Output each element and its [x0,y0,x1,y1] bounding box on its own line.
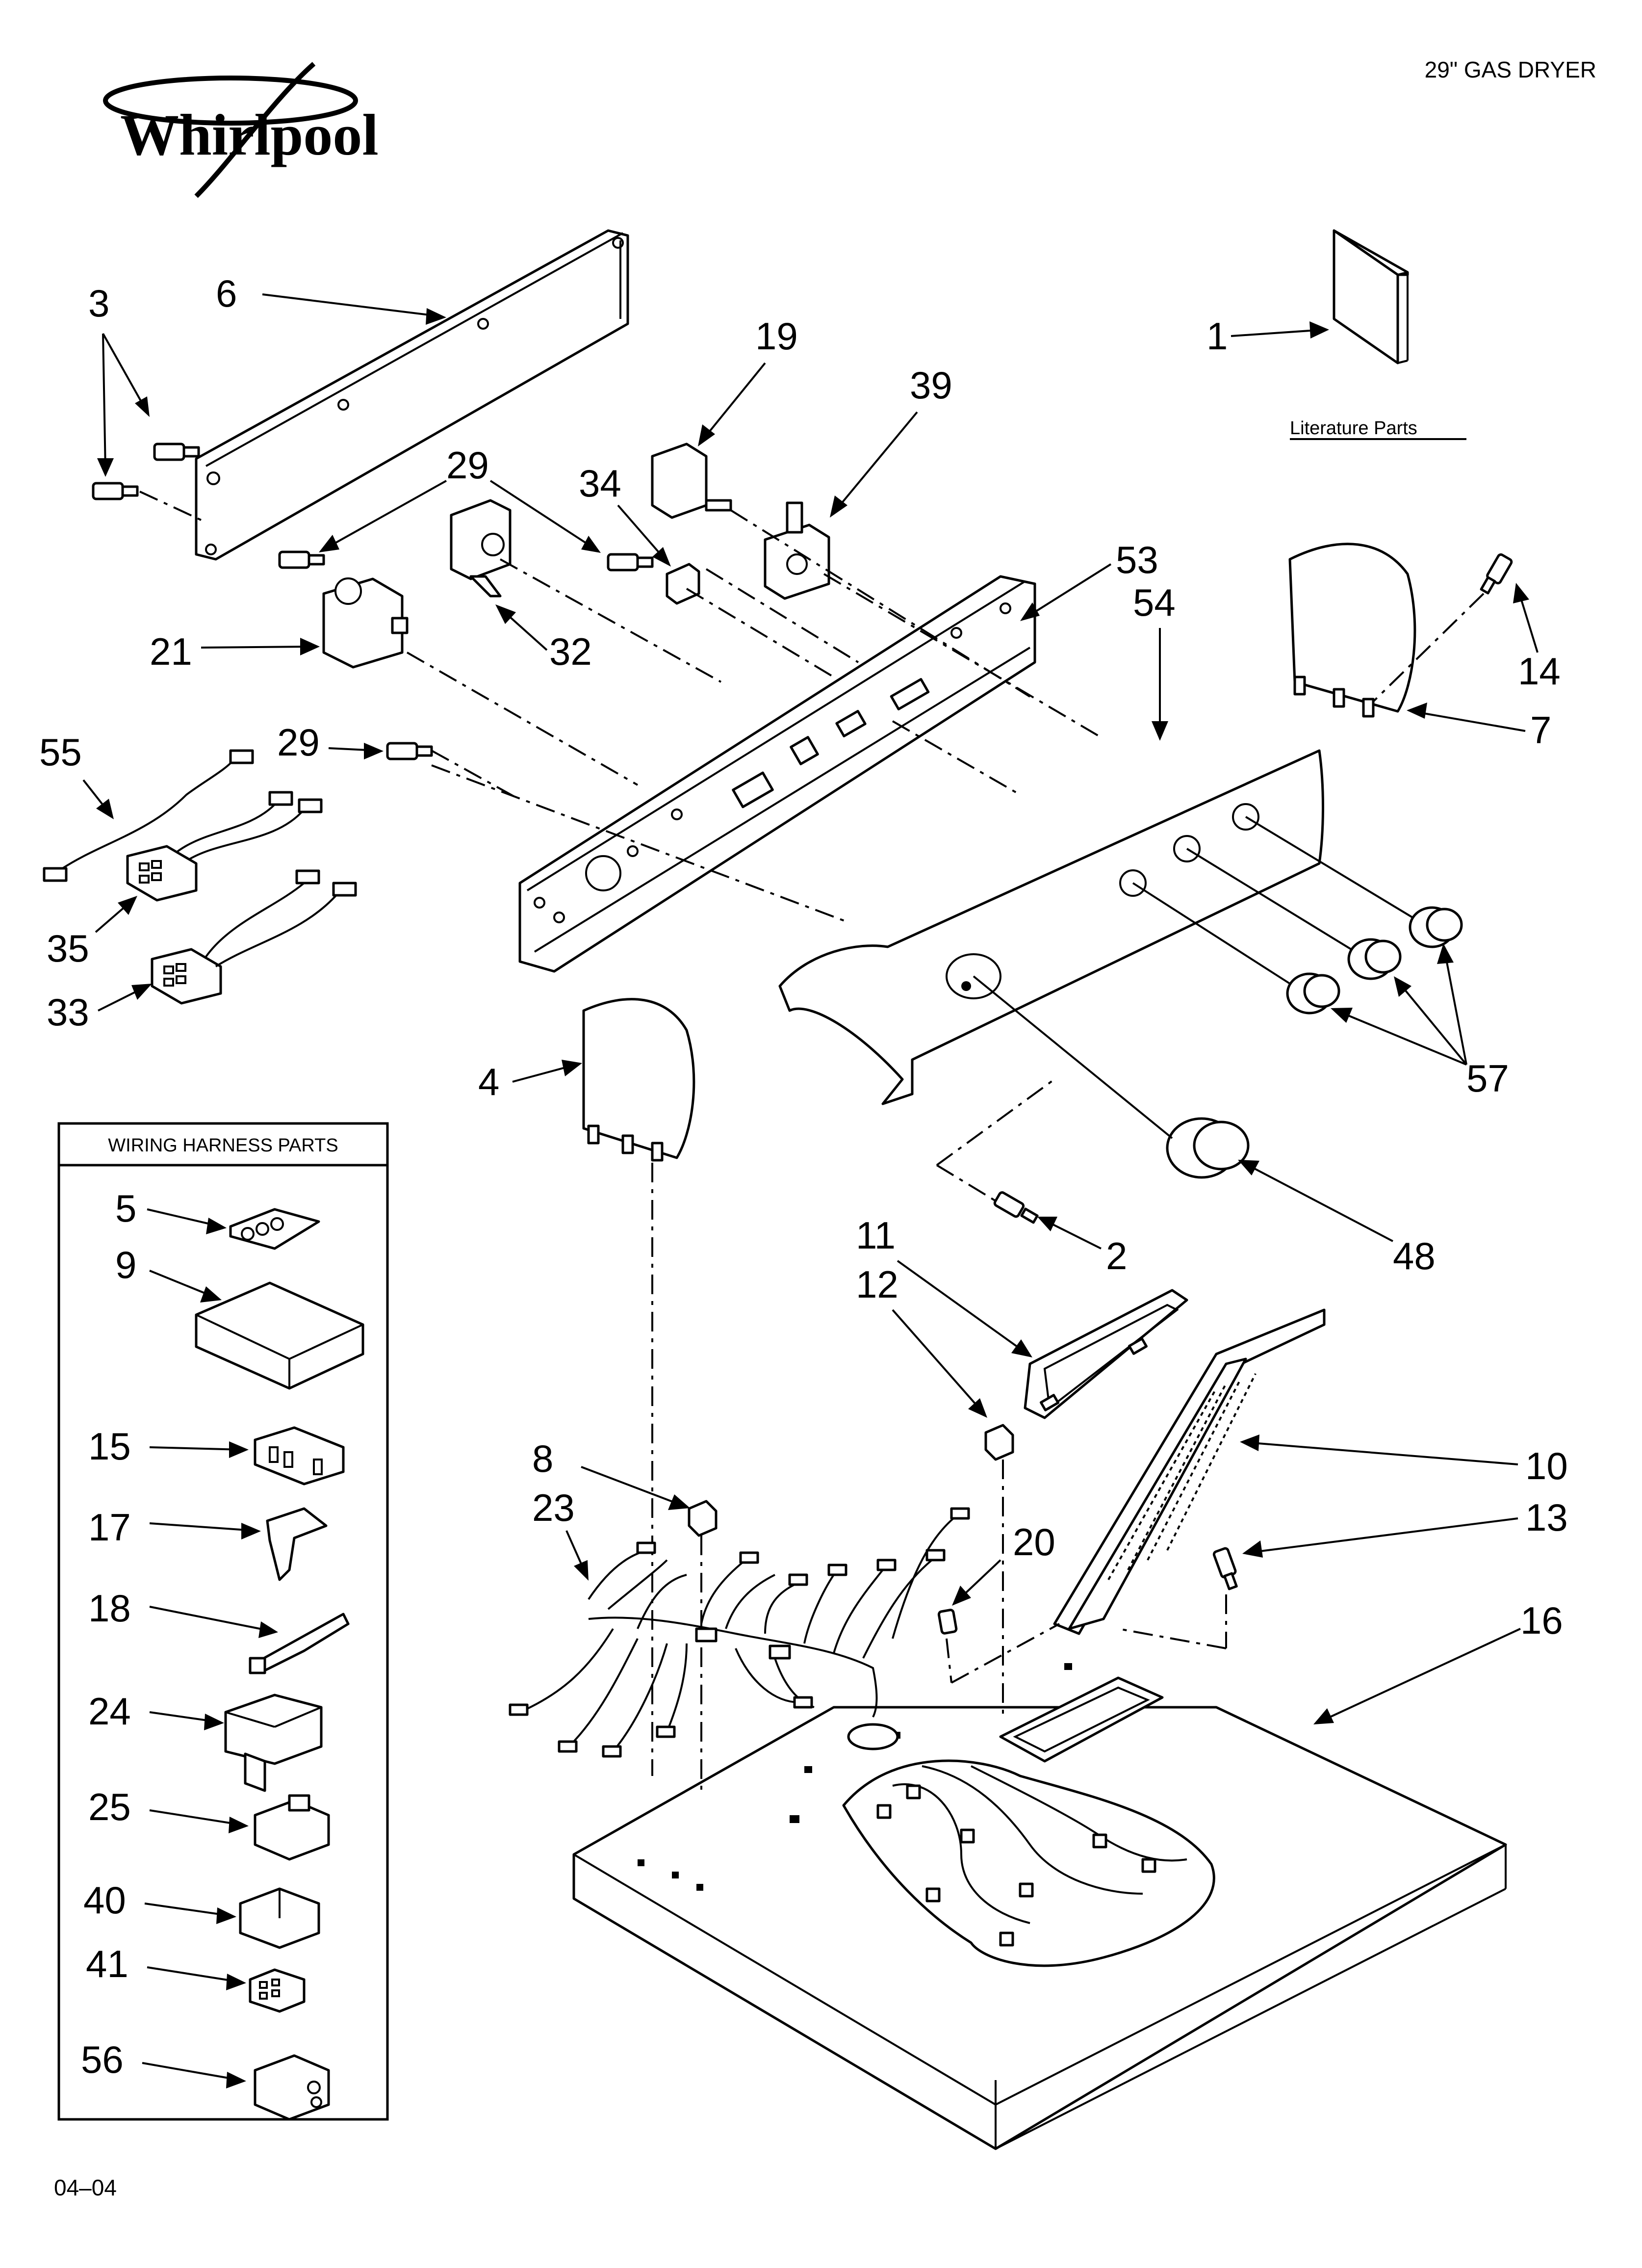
part-39-switch [764,501,830,600]
part-1-literature [1333,229,1409,365]
part-57-knob-b [1347,938,1402,980]
label-54: 54 [1133,581,1176,624]
label-6: 6 [216,272,237,315]
label-19: 19 [755,314,798,358]
part-41-connector [249,1968,306,2013]
label-10: 10 [1525,1444,1568,1487]
part-2-screw [993,1191,1039,1224]
literature-label: Literature Parts [1290,418,1417,439]
part-33-harness [151,869,357,1005]
label-2: 2 [1106,1234,1127,1277]
whirlpool-logo: Whirlpool [103,62,379,198]
label-17: 17 [88,1506,131,1549]
label-5: 5 [115,1187,136,1230]
part-6-bracket [195,229,629,561]
part-24-connector [224,1694,323,1792]
part-3-screw-a [153,443,200,461]
part-20-screw [937,1609,958,1635]
label-9: 9 [115,1243,136,1286]
part-32-thermostat [450,499,512,598]
part-55-harness [43,749,323,882]
part-21-timer [322,577,409,669]
model-title: 29" GAS DRYER [1425,57,1596,82]
part-48-knob [1166,1117,1250,1179]
label-32: 32 [549,630,592,673]
label-41: 41 [86,1942,128,1985]
label-29a: 29 [446,443,489,487]
label-48: 48 [1393,1234,1436,1277]
part-56-connector [254,2054,330,2121]
label-1: 1 [1206,314,1228,358]
part-15-connector [254,1426,345,1486]
label-53: 53 [1116,538,1158,581]
part-57-knob-c [1286,972,1340,1015]
part-13-screw [1212,1547,1238,1590]
label-29b: 29 [277,721,320,764]
part-18-terminal [249,1613,350,1674]
part-7-endcap [1288,543,1416,718]
label-25: 25 [88,1785,131,1828]
label-11: 11 [856,1214,896,1257]
part-17-clip [266,1507,328,1581]
label-40: 40 [83,1878,126,1922]
part-10-duct [1053,1308,1326,1635]
part-34-clip [666,563,700,605]
part-4-endcap [582,998,695,1162]
label-8: 8 [532,1437,553,1480]
part-53-console-panel [518,575,1036,973]
label-13: 13 [1525,1496,1568,1539]
part-29-screw-b [607,553,654,572]
label-18: 18 [88,1587,131,1630]
part-16-top-panel [572,1663,1507,2150]
label-3: 3 [88,282,109,325]
part-29-screw-c [386,742,433,760]
part-25-connector [254,1794,330,1861]
part-40-connector [239,1887,320,1949]
part-5-connector [229,1208,320,1250]
label-12: 12 [856,1263,898,1306]
date-code: 04–04 [54,2175,117,2200]
label-56: 56 [81,2038,124,2081]
label-55: 55 [39,730,82,774]
label-14: 14 [1518,650,1561,693]
label-20: 20 [1013,1520,1055,1564]
label-7: 7 [1530,708,1551,752]
brand-wordmark: Whirlpool [120,102,379,167]
label-39: 39 [910,364,952,407]
label-35: 35 [47,927,89,970]
label-33: 33 [47,991,89,1034]
part-35-connector [126,845,198,902]
label-4: 4 [478,1060,499,1103]
wiring-box-title: WIRING HARNESS PARTS [108,1135,338,1156]
label-15: 15 [88,1425,131,1468]
label-34: 34 [579,462,621,505]
part-29-screw-a [278,550,325,569]
label-23: 23 [532,1486,575,1529]
part-57-knob-a [1409,906,1463,948]
wiring-harness-box: WIRING HARNESS PARTS [57,1122,389,2121]
part-8-clip [688,1500,718,1537]
part-3-screw-b [92,482,139,500]
part-54-console [778,749,1324,1105]
label-57: 57 [1466,1057,1509,1100]
part-19-switch [651,443,732,519]
part-14-screw [1480,553,1513,595]
part-12-clip [984,1424,1014,1461]
part-11-lint-screen [1024,1289,1188,1419]
part-23-harness [509,1507,970,1758]
label-16: 16 [1520,1599,1563,1642]
label-24: 24 [88,1690,131,1733]
part-9-connector [195,1281,364,1390]
label-21: 21 [150,630,192,673]
